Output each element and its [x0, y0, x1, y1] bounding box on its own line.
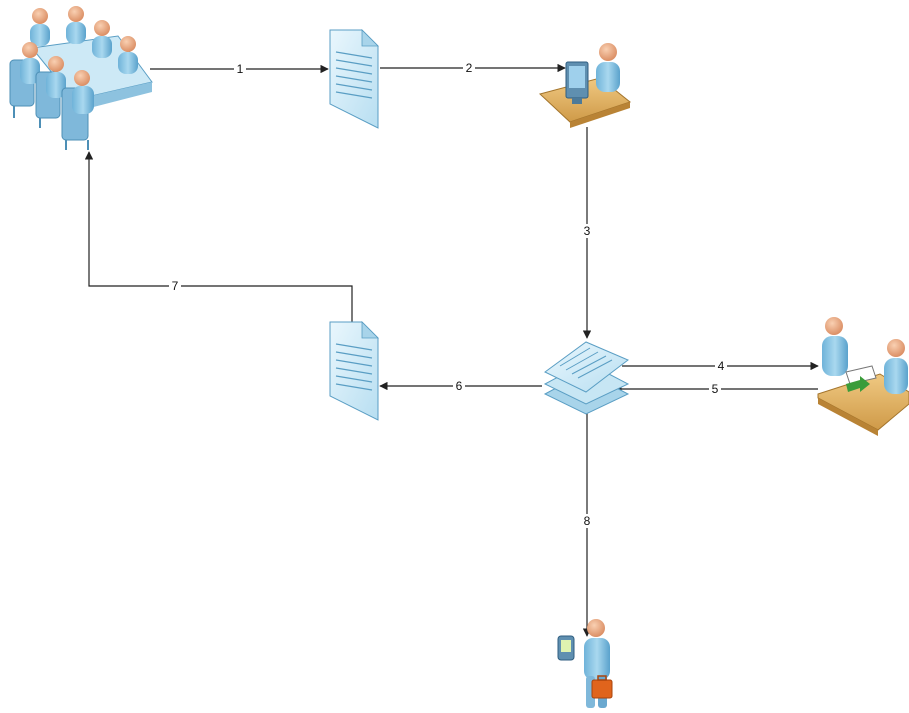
edge-6-label: 6: [456, 379, 463, 393]
document-stack-icon: [543, 341, 630, 415]
edge-1: 1: [150, 62, 329, 76]
document-icon: [329, 321, 379, 421]
edge-1-label: 1: [237, 62, 244, 76]
edge-6: 6: [379, 379, 542, 393]
edge-7-label: 7: [172, 279, 179, 293]
edge-4-label: 4: [718, 359, 725, 373]
mobile-worker-icon: [557, 619, 613, 708]
computer-user-icon: [538, 43, 632, 128]
edge-5-label: 5: [712, 382, 719, 396]
desk-exchange-icon: [817, 317, 909, 436]
edge-3: 3: [580, 127, 594, 339]
edge-7: 7: [84, 151, 353, 330]
document-icon: [329, 29, 379, 129]
edge-8: 8: [580, 412, 594, 637]
edge-2: 2: [380, 61, 566, 75]
edge-8-label: 8: [584, 514, 591, 528]
meeting-table-icon: [9, 6, 153, 150]
edge-4: 4: [622, 359, 819, 373]
edge-3-label: 3: [584, 224, 591, 238]
edge-2-label: 2: [466, 61, 473, 75]
edge-5: 5: [613, 382, 818, 396]
